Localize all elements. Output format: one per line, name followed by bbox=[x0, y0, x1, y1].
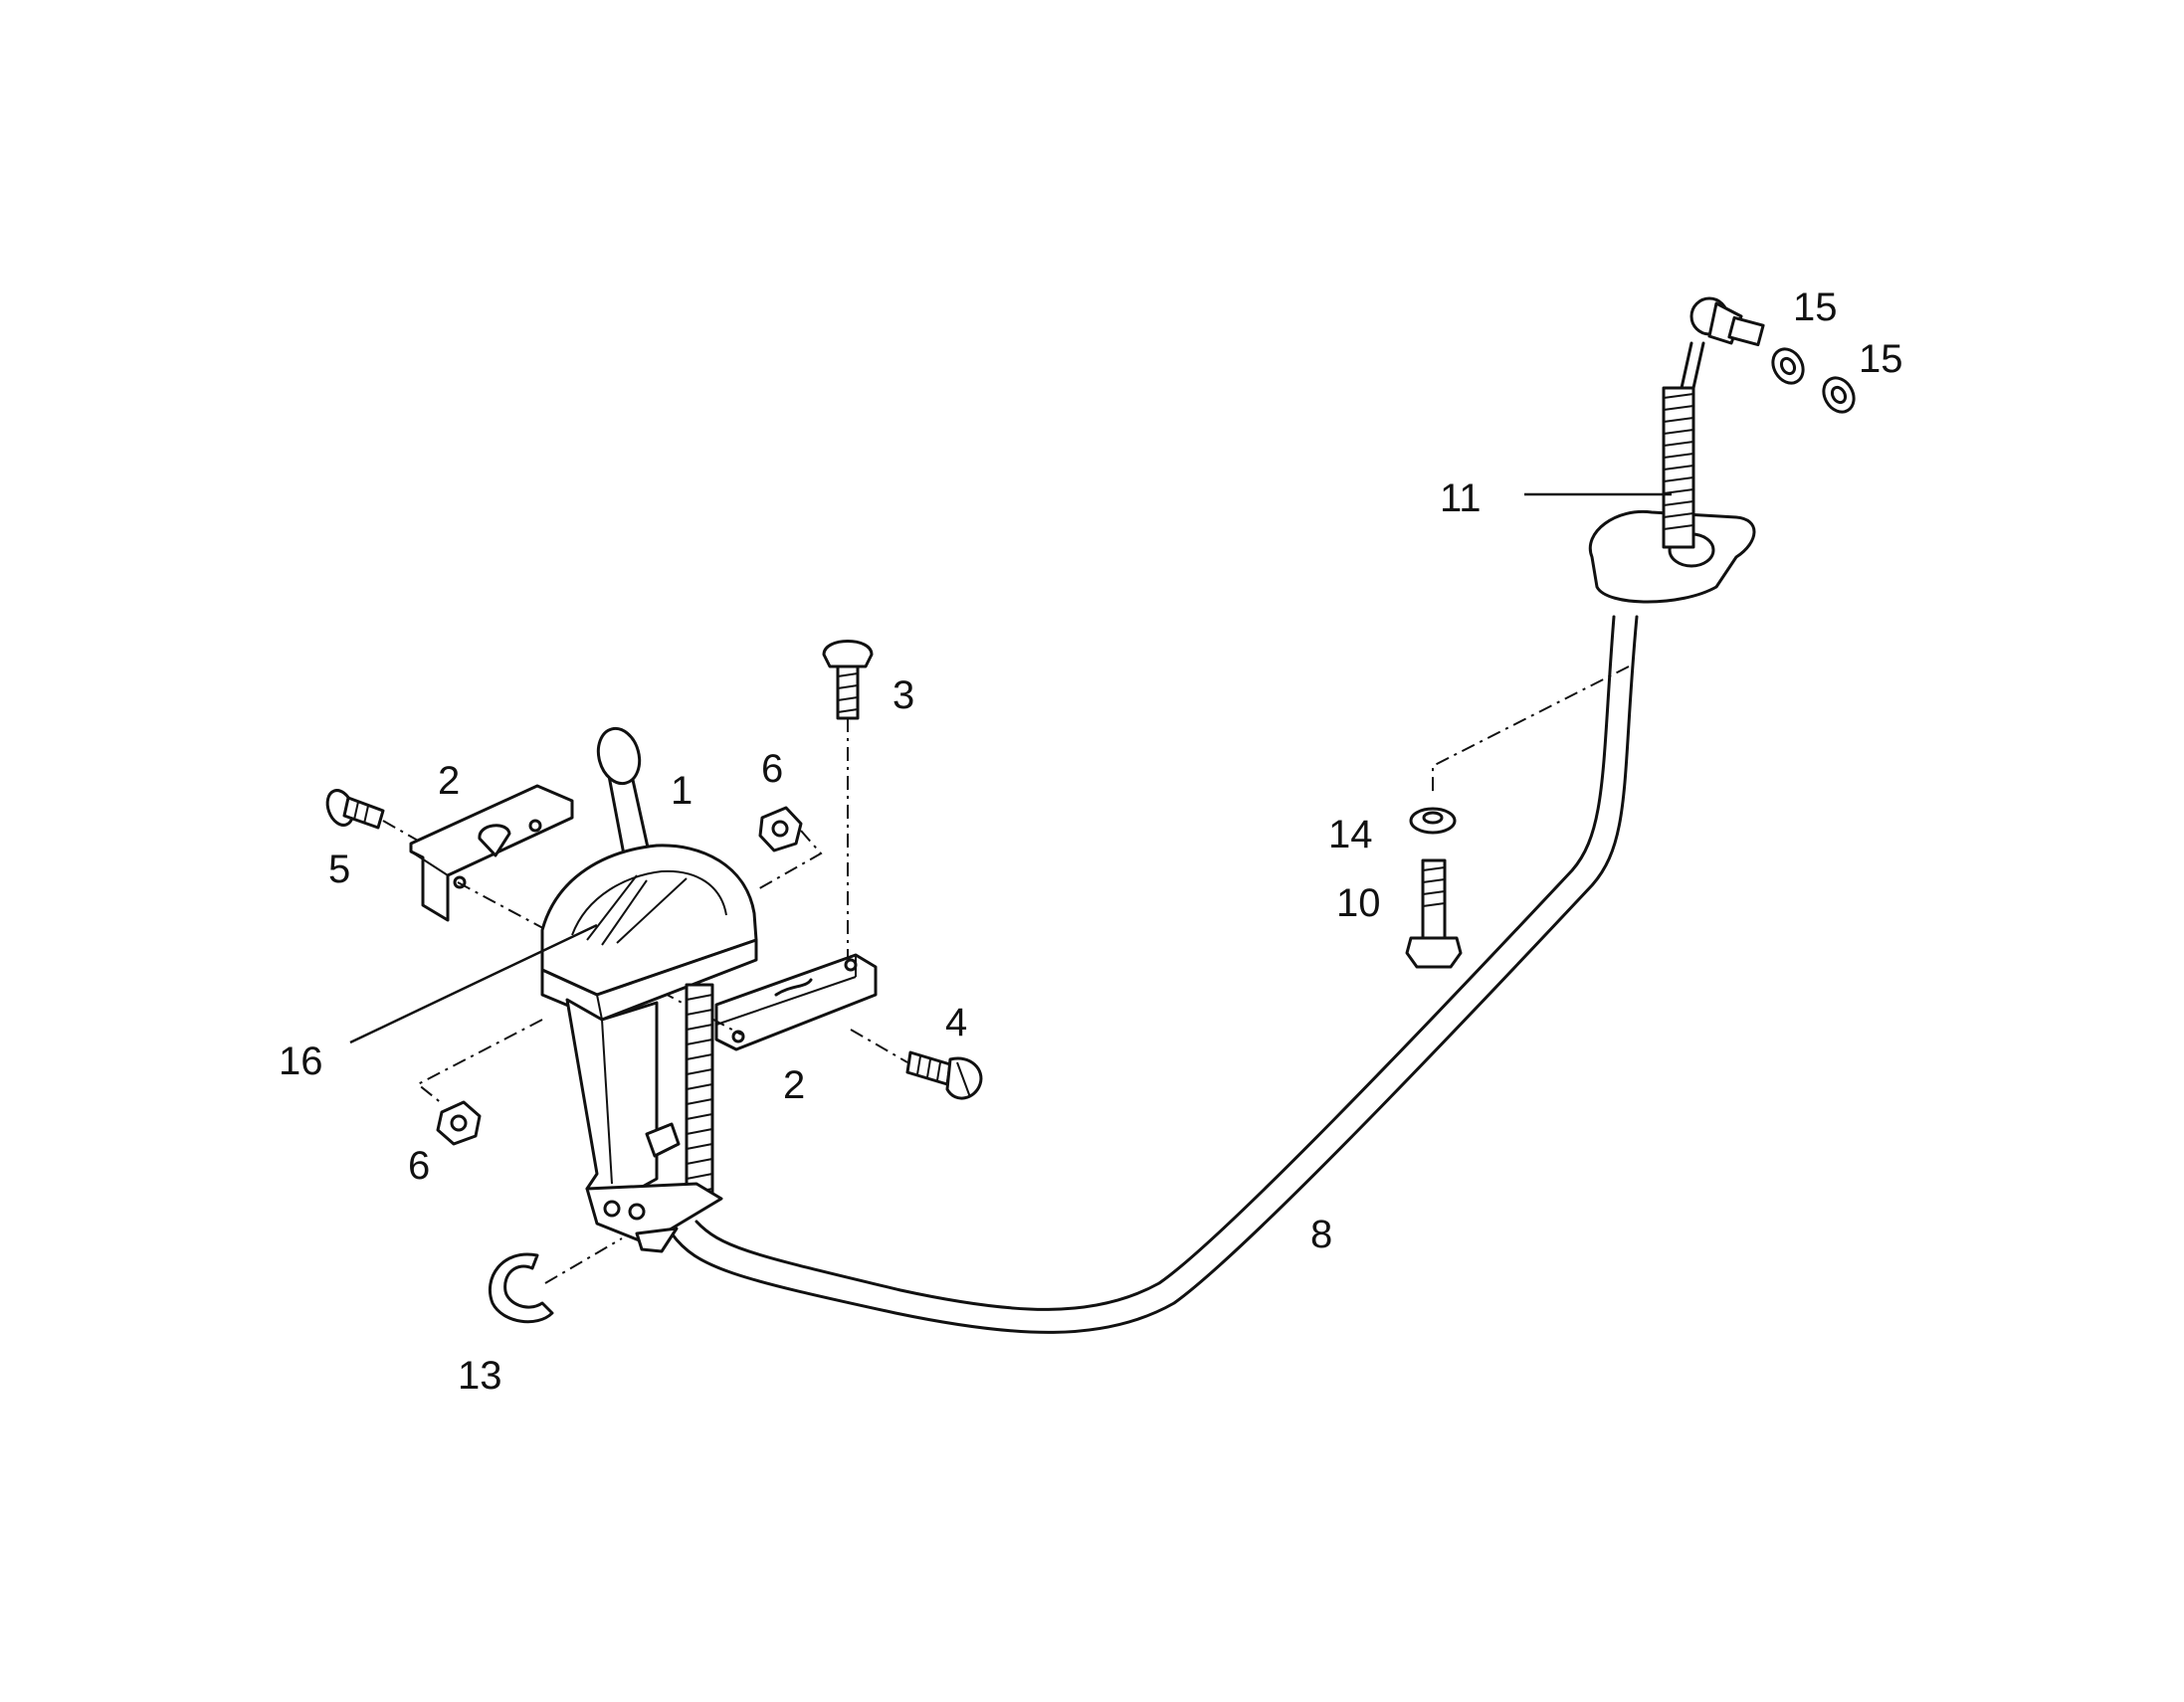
callout-6-upper: 6 bbox=[761, 747, 783, 791]
callout-10: 10 bbox=[1336, 881, 1381, 925]
assembly-line-nut-6a bbox=[755, 830, 823, 891]
screw-part-5 bbox=[325, 789, 385, 830]
callout-1: 1 bbox=[671, 769, 693, 813]
callout-15-lower: 15 bbox=[1859, 337, 1903, 381]
leader-line-16 bbox=[349, 923, 598, 1044]
callout-2-upper: 2 bbox=[438, 759, 460, 803]
screw-part-4 bbox=[905, 1050, 983, 1100]
washer-part-15b bbox=[1822, 376, 1856, 414]
callout-3: 3 bbox=[893, 673, 914, 717]
callout-2-lower: 2 bbox=[783, 1063, 805, 1107]
cable-sheath-part-8 bbox=[670, 615, 1639, 1334]
callout-16: 16 bbox=[279, 1040, 323, 1083]
callout-6-lower: 6 bbox=[408, 1144, 430, 1188]
bolt-part-10 bbox=[1405, 858, 1463, 969]
washer-part-14 bbox=[1409, 807, 1457, 835]
screw-part-3 bbox=[822, 640, 874, 720]
cable-end-fitting-part-11 bbox=[1588, 296, 1765, 604]
nut-part-6a bbox=[758, 806, 803, 852]
bracket-part-2a bbox=[409, 784, 574, 922]
clip-part-13 bbox=[488, 1252, 554, 1324]
assembly-line-screw-5 bbox=[382, 820, 419, 842]
callout-11: 11 bbox=[1440, 476, 1482, 520]
callout-8: 8 bbox=[1310, 1213, 1332, 1256]
bracket-part-2b bbox=[714, 953, 878, 1051]
callout-5: 5 bbox=[328, 848, 350, 891]
callout-14: 14 bbox=[1328, 813, 1373, 856]
callout-15-upper: 15 bbox=[1793, 285, 1838, 329]
shift-lever-part-1 bbox=[540, 726, 758, 1253]
assembly-line-nut-6b bbox=[416, 1019, 543, 1105]
washer-part-15a bbox=[1771, 347, 1805, 385]
callout-4: 4 bbox=[945, 1001, 967, 1044]
nut-part-6b bbox=[436, 1100, 482, 1146]
callout-13: 13 bbox=[458, 1354, 502, 1398]
assembly-line-clip-13 bbox=[544, 1237, 623, 1284]
assembly-line-bolt-10 bbox=[1432, 665, 1630, 796]
assembly-line-screw-4 bbox=[850, 1029, 908, 1063]
